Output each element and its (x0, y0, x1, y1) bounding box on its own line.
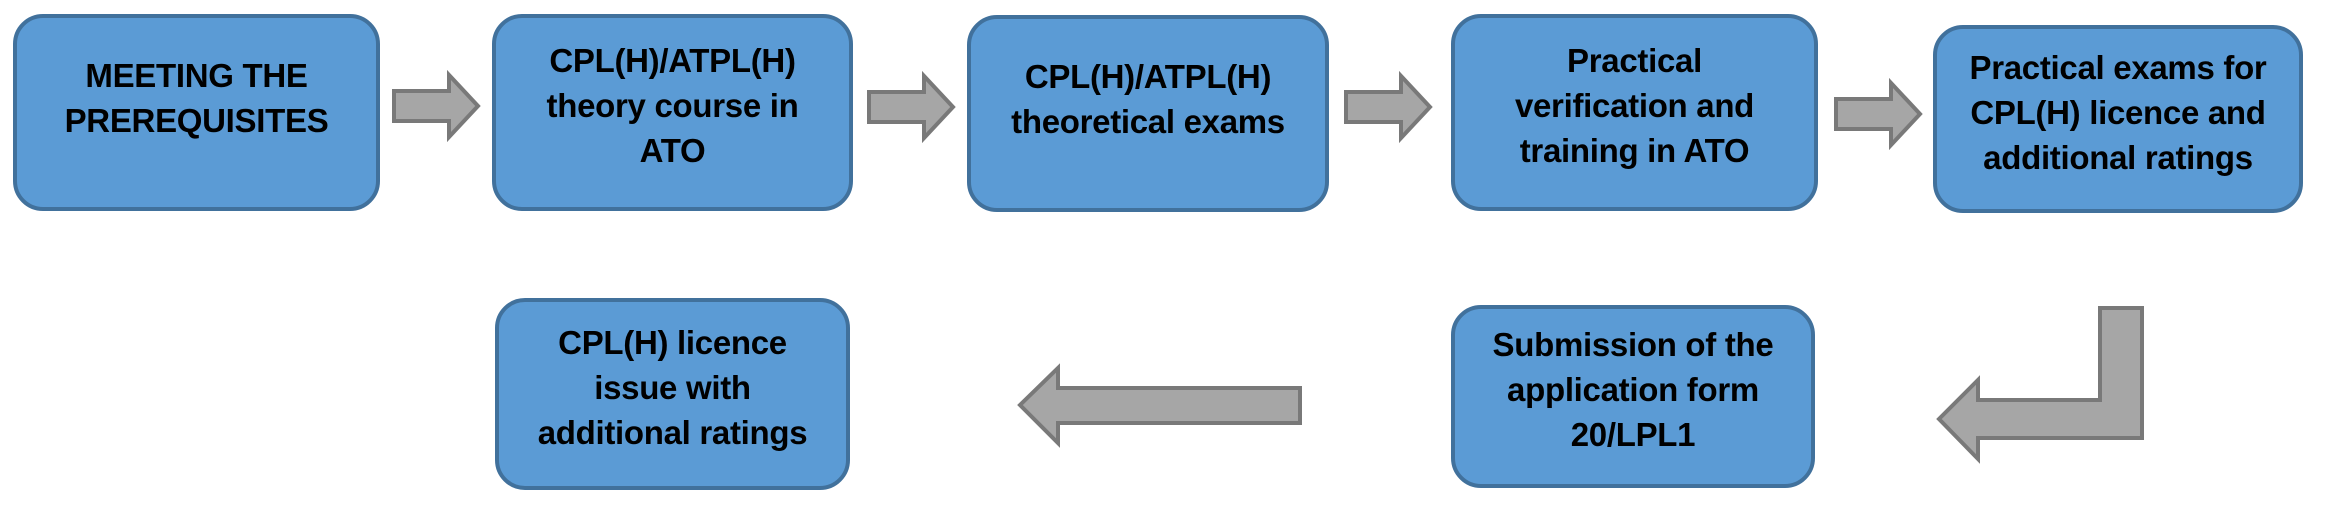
flow-node-practical-exams: Practical exams for CPL(H) licence and a… (1933, 25, 2303, 213)
flow-node-submission: Submission of the application form 20/LP… (1451, 305, 1815, 488)
flow-node-label: Practical exams for CPL(H) licence and a… (1969, 48, 2267, 176)
right-arrow-icon (392, 69, 481, 143)
flow-node-theoretical-exams: CPL(H)/ATPL(H) theoretical exams (967, 15, 1329, 212)
right-arrow-icon (1834, 77, 1923, 151)
flow-node-label: Practical verification and training in A… (1514, 42, 1755, 169)
flow-node-theory-course: CPL(H)/ATPL(H) theory course in ATO (492, 14, 853, 211)
flow-node-label: CPL(H)/ATPL(H) theoretical exams (1011, 57, 1285, 140)
flow-node-label: MEETING THE PREREQUISITES (64, 56, 329, 139)
flow-node-licence-issue: CPL(H) licence issue with additional rat… (495, 298, 850, 490)
left-arrow-icon (1017, 363, 1302, 448)
flow-node-label: CPL(H)/ATPL(H) theory course in ATO (546, 42, 799, 169)
flow-node-prerequisites: MEETING THE PREREQUISITES (13, 14, 380, 211)
bent-down-left-arrow-icon (1936, 306, 2144, 464)
flow-node-label: CPL(H) licence issue with additional rat… (537, 323, 808, 451)
flow-node-label: Submission of the application form 20/LP… (1492, 326, 1774, 453)
right-arrow-icon (1344, 70, 1433, 144)
flow-node-practical-training: Practical verification and training in A… (1451, 14, 1818, 211)
right-arrow-icon (867, 70, 956, 144)
